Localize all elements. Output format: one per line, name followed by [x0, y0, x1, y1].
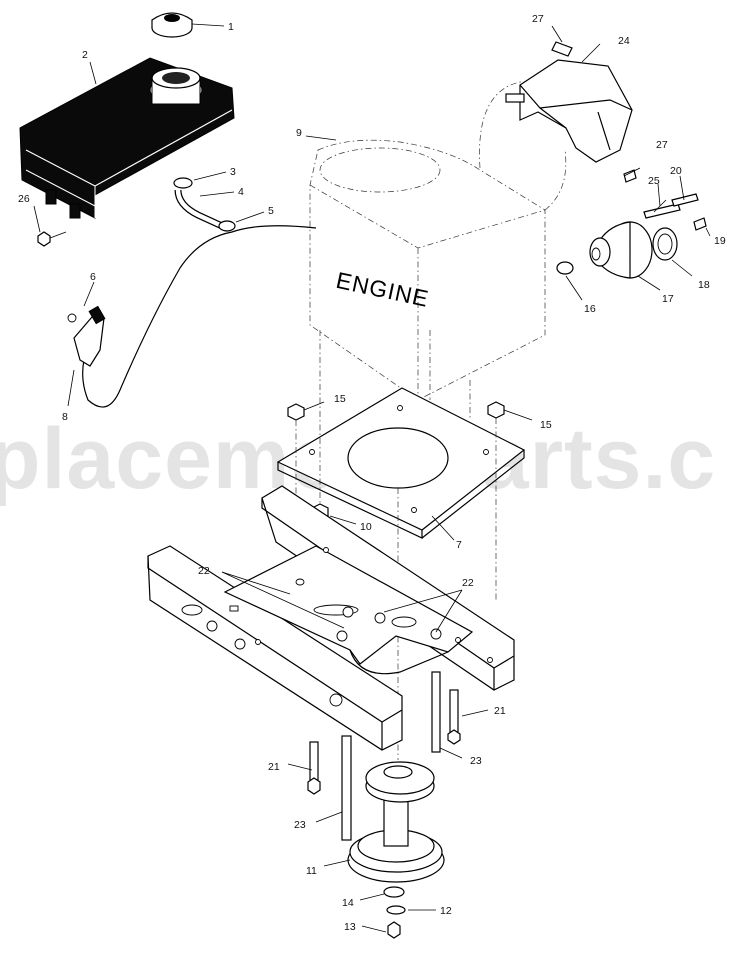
washer-14 [383, 886, 405, 898]
callout-19: 19 [714, 235, 726, 247]
callout-13: 13 [344, 921, 356, 933]
callout-5: 5 [268, 205, 274, 217]
callout-4: 4 [238, 186, 244, 198]
callout-labels: 1 2 3 4 5 6 7 8 9 10 11 12 13 14 15 15 1… [18, 13, 726, 933]
callout-12: 12 [440, 905, 452, 917]
callout-23-right: 23 [470, 755, 482, 767]
callout-21-left: 21 [268, 761, 280, 773]
muffler [589, 221, 653, 279]
callout-6: 6 [90, 271, 96, 283]
callout-20: 20 [670, 165, 682, 177]
bolt-26 [37, 231, 67, 247]
bolt-15-left [287, 403, 305, 421]
callout-25: 25 [648, 175, 660, 187]
fuel-cap [151, 12, 193, 38]
bolt-13 [387, 921, 401, 939]
callout-7: 7 [456, 539, 462, 551]
callout-15-left: 15 [334, 393, 346, 405]
engine-pulley [347, 761, 445, 883]
callout-24: 24 [618, 35, 630, 47]
bolt-21-left [307, 741, 321, 795]
callout-9: 9 [296, 127, 302, 139]
bolt-23-right [431, 671, 441, 753]
fuel-line-clamp-hose [173, 177, 236, 232]
callout-10: 10 [360, 521, 372, 533]
callout-18: 18 [698, 279, 710, 291]
callout-1: 1 [228, 21, 234, 33]
callout-22-left: 22 [198, 565, 210, 577]
engine-block: ENGINE [309, 81, 567, 401]
fuel-tank [19, 57, 235, 219]
callout-21-right: 21 [494, 705, 506, 717]
engine-label: ENGINE [334, 267, 432, 312]
callout-14: 14 [342, 897, 354, 909]
callout-11: 11 [306, 865, 317, 877]
tractor-frame [147, 485, 515, 751]
washer-12 [386, 905, 406, 915]
callout-2: 2 [82, 49, 88, 61]
engine-mount-plate [276, 387, 526, 539]
callout-26: 26 [18, 193, 30, 205]
callout-16: 16 [584, 303, 596, 315]
callout-22-right: 22 [462, 577, 474, 589]
muffler-gasket [652, 227, 678, 261]
callout-3: 3 [230, 166, 236, 178]
bolt-21-right [447, 689, 461, 745]
callout-23-left: 23 [294, 819, 306, 831]
bolt-15-right [487, 401, 505, 419]
callout-27-top: 27 [532, 13, 544, 25]
throttle-cable [67, 225, 317, 408]
callout-17: 17 [662, 293, 674, 305]
callout-27-mid: 27 [656, 139, 668, 151]
leader-lines [33, 23, 711, 933]
muffler-shield [505, 41, 633, 163]
callout-15-right: 15 [540, 419, 552, 431]
bolts-19-20-25-27 [623, 169, 707, 231]
spacer-16 [556, 261, 574, 275]
bolt-23-left [341, 735, 352, 841]
callout-8: 8 [62, 411, 68, 423]
